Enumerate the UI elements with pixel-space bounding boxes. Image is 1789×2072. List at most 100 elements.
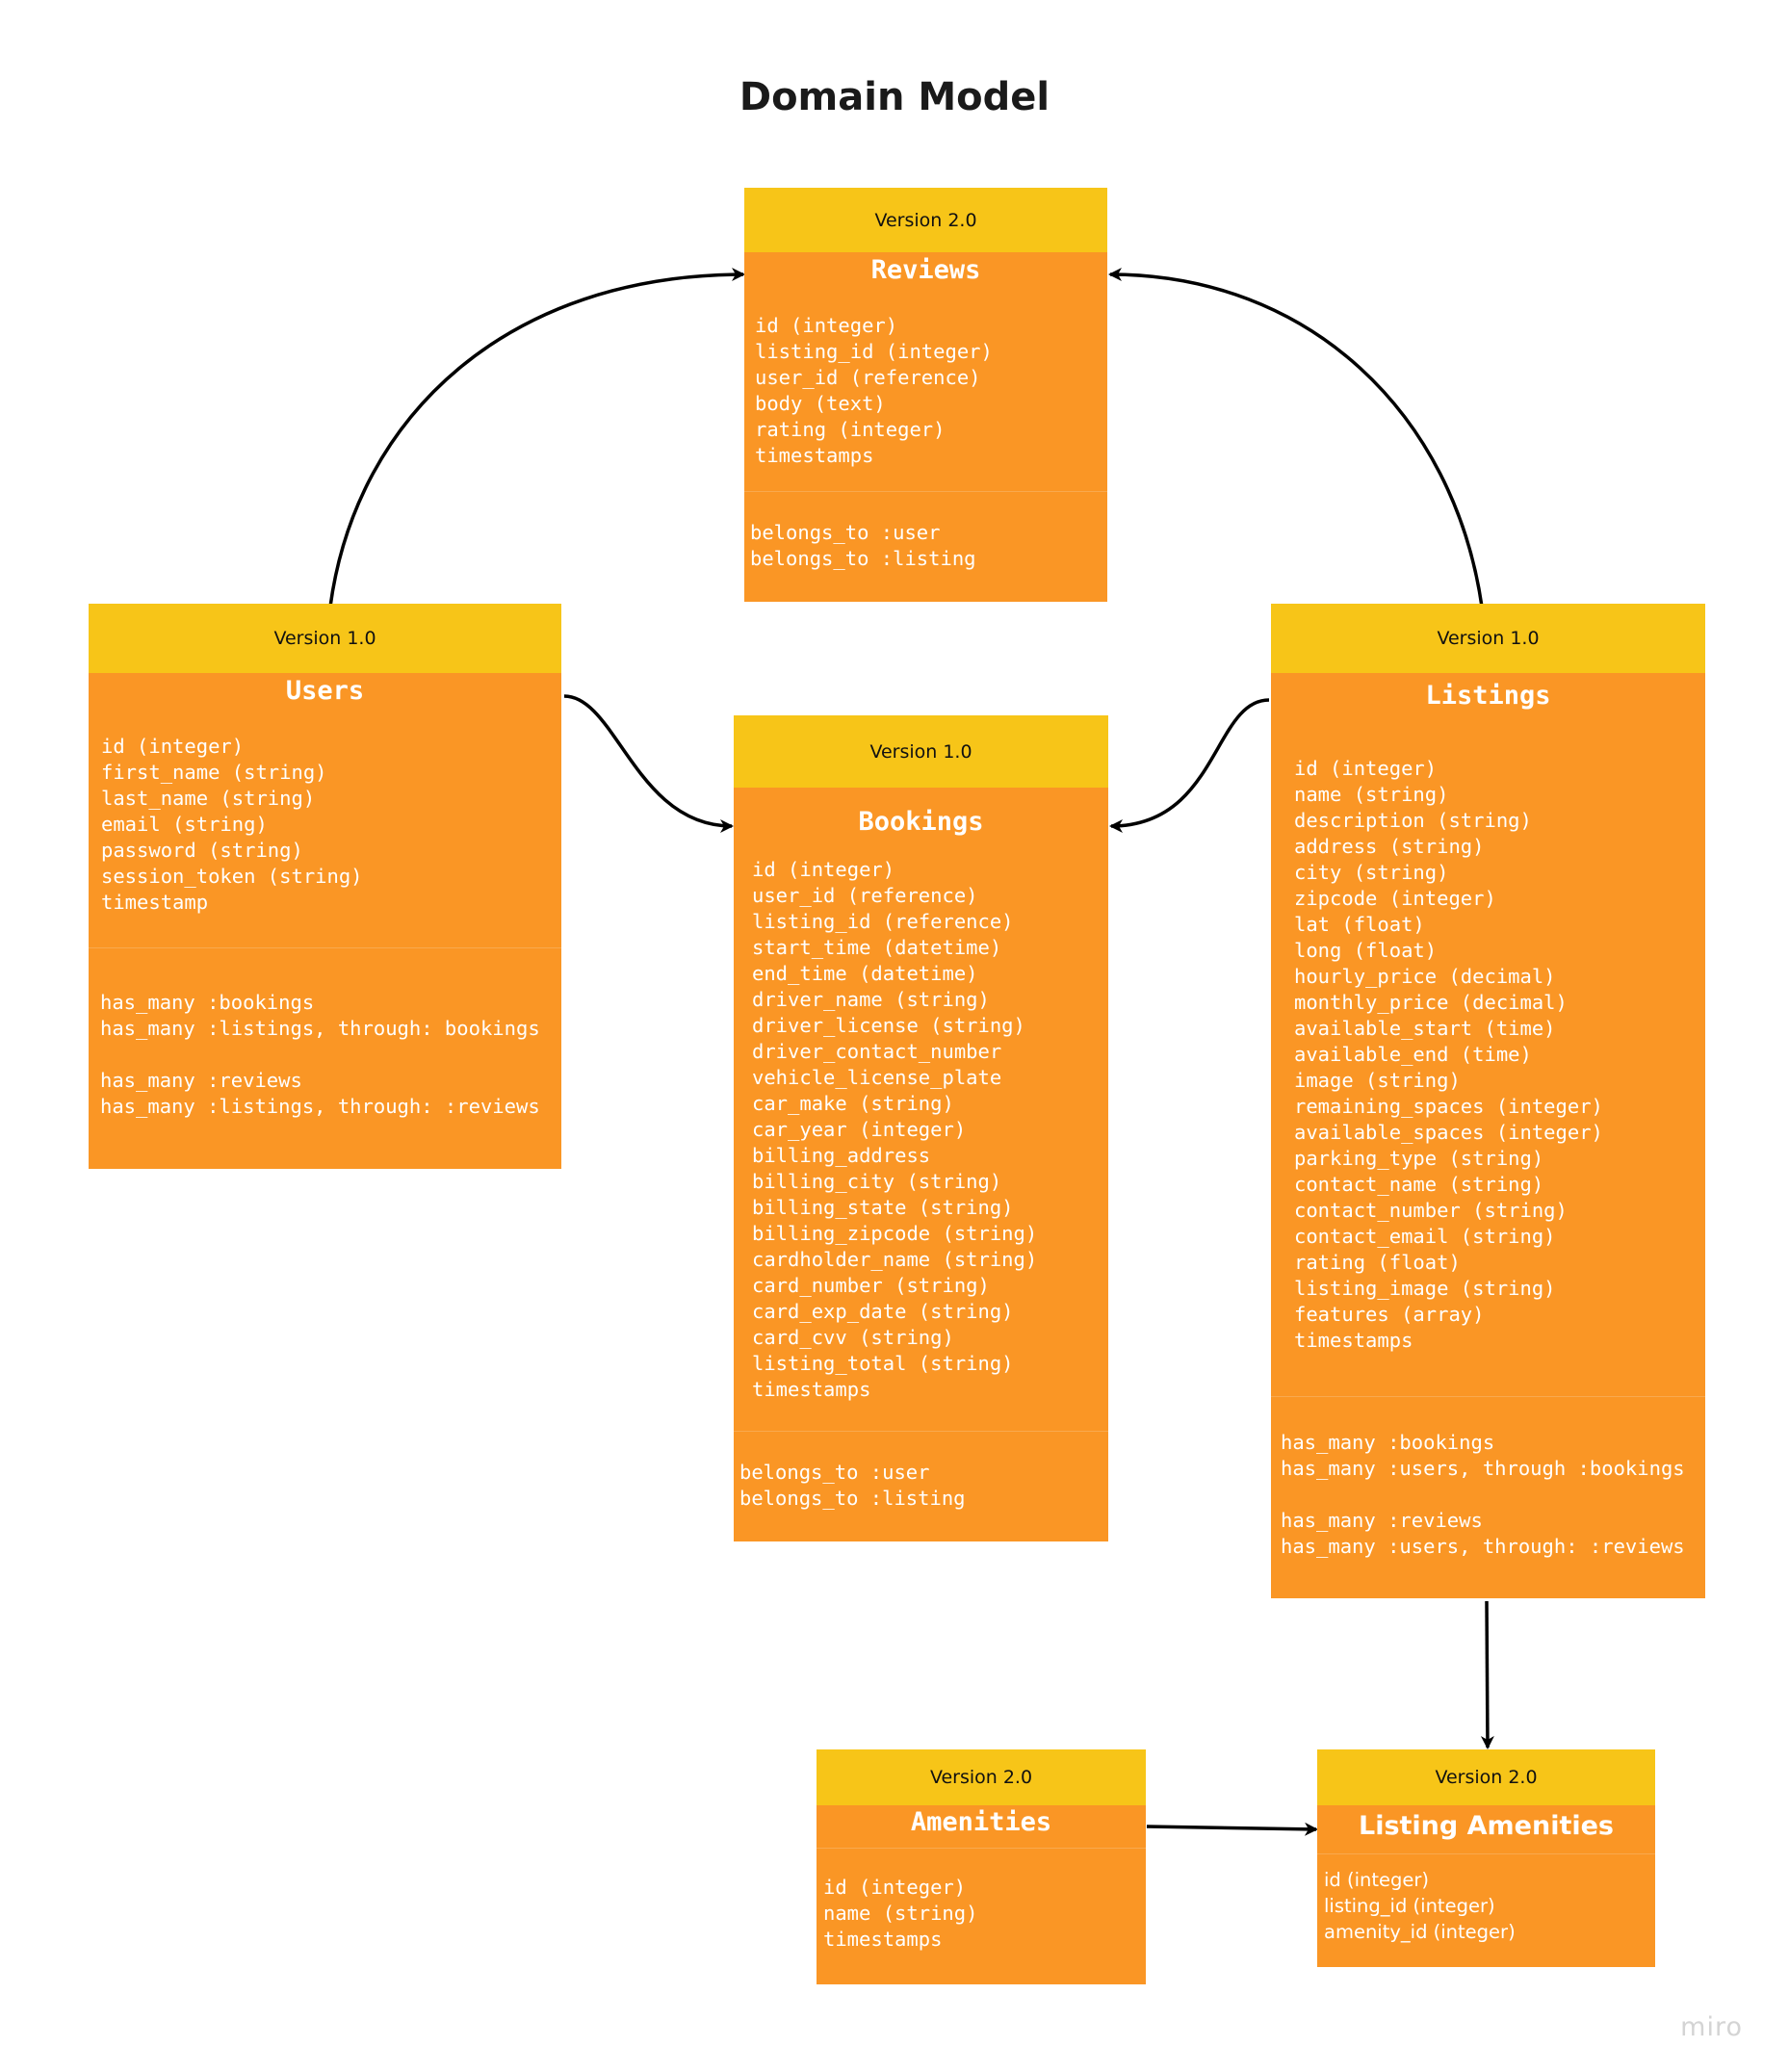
bookings-entity: Version 1.0 Bookings id (integer)user_id… (734, 715, 1108, 1541)
association-line: has_many :listings, through: :reviews (100, 1095, 540, 1118)
field-line: end_time (datetime) (752, 962, 978, 985)
field-list: id (integer)name (string)description (st… (1294, 756, 1603, 1354)
entity-body (1317, 1805, 1655, 1967)
field-line: first_name (string) (101, 761, 327, 784)
association-line: has_many :bookings (100, 991, 315, 1014)
divider (1271, 1396, 1705, 1397)
field-list: id (integer)listing_id (integer)user_id … (755, 313, 993, 469)
field-line: contact_email (string) (1294, 1225, 1556, 1248)
field-line: card_number (string) (752, 1274, 990, 1297)
association-line: has_many :reviews (1281, 1509, 1483, 1532)
field-line: id (integer) (101, 735, 245, 758)
field-line: features (array) (1294, 1303, 1485, 1326)
field-line: listing_image (string) (1294, 1277, 1556, 1300)
field-line: zipcode (integer) (1294, 887, 1496, 910)
association-line: has_many :users, through :bookings (1281, 1457, 1685, 1480)
field-line: available_spaces (integer) (1294, 1121, 1603, 1144)
field-line: amenity_id (integer) (1324, 1921, 1516, 1943)
miro-watermark: miro (1680, 2012, 1743, 2042)
association-line: has_many :reviews (100, 1069, 302, 1092)
entity-body (1271, 673, 1705, 1598)
association-list: has_many :bookings has_many :listings, th… (100, 990, 540, 1120)
field-line: session_token (string) (101, 865, 363, 888)
divider (744, 491, 1107, 492)
field-line: car_year (integer) (752, 1118, 967, 1141)
field-line: monthly_price (decimal) (1294, 991, 1568, 1014)
field-line: city (string) (1294, 861, 1449, 884)
entity-name: Users (285, 676, 365, 706)
entity-body (734, 788, 1108, 1541)
field-line: image (string) (1294, 1069, 1461, 1092)
arrow-listings-to-listing-amenities (1480, 1600, 1494, 1749)
field-line: driver_name (string) (752, 988, 990, 1011)
field-line: card_exp_date (string) (752, 1300, 1014, 1323)
listing-amenities-entity: Version 2.0 Listing Amenities id (intege… (1317, 1749, 1655, 1967)
field-line: contact_number (string) (1294, 1199, 1568, 1222)
arrow-listings-to-bookings (1109, 698, 1270, 833)
field-line: vehicle_license_plate (752, 1066, 1002, 1089)
field-line: billing_state (string) (752, 1196, 1014, 1219)
field-line: name (string) (823, 1902, 978, 1925)
field-line: timestamps (823, 1928, 943, 1951)
association-line: has_many :listings, through: bookings (100, 1017, 540, 1040)
field-line: id (integer) (755, 314, 898, 337)
field-line: last_name (string) (101, 787, 316, 810)
field-line: email (string) (101, 813, 268, 836)
field-line: id (integer) (1294, 757, 1438, 780)
field-line: id (integer) (752, 858, 895, 881)
field-line: body (text) (755, 392, 886, 415)
listings-entity: Version 1.0 Listings id (integer)name (s… (1271, 604, 1705, 1598)
diagram-title: Domain Model (739, 75, 1050, 119)
association-line (1281, 1482, 1685, 1508)
version-label: Version 2.0 (817, 1749, 1146, 1805)
amenities-entity: Version 2.0 Amenities id (integer) name (… (817, 1749, 1146, 1984)
entity-body (817, 1805, 1146, 1984)
divider (734, 1431, 1108, 1432)
entity-body (744, 252, 1107, 602)
field-line: rating (float) (1294, 1251, 1461, 1274)
field-line: address (string) (1294, 835, 1485, 858)
version-label: Version 1.0 (89, 604, 561, 673)
version-label: Version 2.0 (1317, 1749, 1655, 1805)
field-line: password (string) (101, 839, 303, 862)
field-line: billing_address (752, 1144, 931, 1167)
field-line: listing_id (integer) (1324, 1895, 1495, 1917)
field-line: user_id (reference) (752, 884, 978, 907)
divider (1317, 1853, 1655, 1854)
field-line: cardholder_name (string) (752, 1248, 1038, 1271)
divider (817, 1848, 1146, 1849)
field-line: id (integer) (1324, 1869, 1430, 1891)
association-line: belongs_to :listing (739, 1487, 966, 1510)
field-line: timestamps (1294, 1329, 1413, 1352)
entity-name: Reviews (870, 255, 981, 285)
field-line: id (integer) (823, 1876, 967, 1899)
field-line: billing_zipcode (string) (752, 1222, 1038, 1245)
field-list: id (integer) first_name (string) last_name… (101, 734, 363, 916)
version-label: Version 2.0 (744, 188, 1107, 252)
field-line: listing_total (string) (752, 1352, 1014, 1375)
entity-name: Listing Amenities (1358, 1811, 1614, 1841)
entity-name: Amenities (910, 1807, 1052, 1837)
entity-name: Listings (1425, 681, 1551, 711)
arrow-users-to-bookings (563, 694, 734, 833)
entity-name: Bookings (858, 807, 984, 837)
arrow-users-to-reviews (328, 268, 745, 608)
field-line: user_id (reference) (755, 366, 981, 389)
field-line: timestamps (755, 444, 874, 467)
users-entity: Version 1.0 Users id (integer) first_name… (89, 604, 561, 1169)
reviews-entity: Version 2.0 Reviews id (integer)listing_… (744, 188, 1107, 602)
association-line: has_many :users, through: :reviews (1281, 1535, 1685, 1558)
association-line: has_many :bookings (1281, 1431, 1495, 1454)
field-line: remaining_spaces (integer) (1294, 1095, 1603, 1118)
field-line: available_start (time) (1294, 1017, 1556, 1040)
version-label: Version 1.0 (1271, 604, 1705, 673)
field-list: id (integer)user_id (reference)listing_i… (752, 857, 1037, 1403)
association-line: belongs_to :user (750, 521, 941, 544)
field-line: lat (float) (1294, 913, 1425, 936)
field-list: id (integer) name (string) timestamps (823, 1875, 977, 1953)
field-line: timestamps (752, 1378, 871, 1401)
field-line: long (float) (1294, 939, 1438, 962)
